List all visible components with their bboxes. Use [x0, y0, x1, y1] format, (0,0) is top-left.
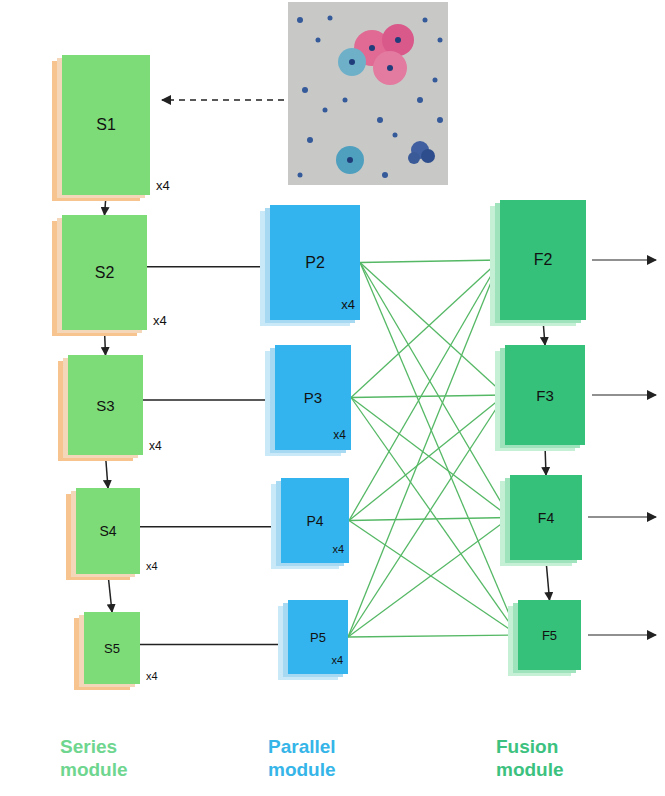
repeat-count: x4 — [341, 297, 355, 312]
repeat-count: x4 — [333, 428, 346, 442]
repeat-count: x4 — [146, 670, 158, 682]
output-arrows — [588, 260, 656, 635]
fusion-block: F5 — [518, 600, 581, 670]
repeat-count: x4 — [332, 543, 344, 555]
block-label: P3 — [304, 389, 322, 406]
series-block: S2x4 — [62, 215, 147, 330]
series-block: S4x4 — [76, 488, 140, 574]
fusion-link — [360, 263, 510, 518]
flow-arrow — [140, 644, 288, 646]
cell-micrograph — [288, 2, 448, 185]
input-arrow — [162, 99, 284, 101]
block-label: F5 — [542, 628, 557, 643]
series-block: S3x4 — [68, 355, 143, 455]
fusion-link — [360, 260, 500, 263]
repeat-count: x4 — [331, 654, 343, 666]
repeat-count: x4 — [153, 313, 167, 328]
series-block: S1x4 — [62, 55, 150, 195]
module-label: Series module — [60, 736, 160, 782]
fusion-block: F3 — [505, 345, 585, 445]
fusion-link — [351, 260, 500, 398]
flow-arrow — [147, 266, 270, 268]
parallel-block: P5 x4 — [288, 600, 348, 674]
repeat-count: x4 — [156, 178, 170, 193]
flow-arrow — [140, 526, 281, 528]
fusion-link — [349, 395, 505, 521]
fusion-block: F4 — [510, 475, 582, 560]
block-label: S4 — [99, 523, 116, 539]
fusion-link — [351, 398, 518, 636]
block-label: P2 — [305, 254, 325, 272]
fusion-link — [349, 260, 500, 521]
flow-arrow — [546, 560, 550, 600]
repeat-count: x4 — [149, 439, 162, 453]
block-label: S1 — [96, 116, 116, 134]
flow-arrow — [545, 445, 546, 475]
series-block: S5x4 — [84, 612, 140, 684]
flow-arrow — [108, 574, 112, 612]
block-label: P4 — [306, 513, 323, 529]
flow-arrow — [143, 399, 275, 401]
flow-arrow — [543, 320, 545, 345]
parallel-block: P3 x4 — [275, 345, 351, 450]
flow-arrow — [106, 455, 109, 488]
block-label: S2 — [95, 264, 115, 282]
fusion-link — [348, 395, 505, 637]
block-label: S3 — [96, 397, 114, 414]
fusion-link — [348, 635, 518, 637]
fusion-link — [351, 395, 505, 398]
fusion-link — [348, 518, 510, 638]
fusion-block: F2 — [500, 200, 586, 320]
module-label: Parallel module — [268, 736, 368, 782]
block-label: F4 — [538, 510, 554, 526]
flow-arrow — [105, 330, 106, 355]
fusion-link — [360, 263, 505, 396]
fusion-link — [349, 518, 510, 521]
repeat-count: x4 — [146, 560, 158, 572]
flow-arrow — [105, 195, 107, 215]
parallel-block: P4 x4 — [281, 478, 349, 563]
block-label: S5 — [104, 641, 120, 656]
block-label: F3 — [536, 387, 554, 404]
block-label: F2 — [534, 251, 553, 269]
parallel-block: P2 x4 — [270, 205, 360, 320]
module-label: Fusion module — [496, 736, 596, 782]
block-label: P5 — [310, 630, 326, 645]
